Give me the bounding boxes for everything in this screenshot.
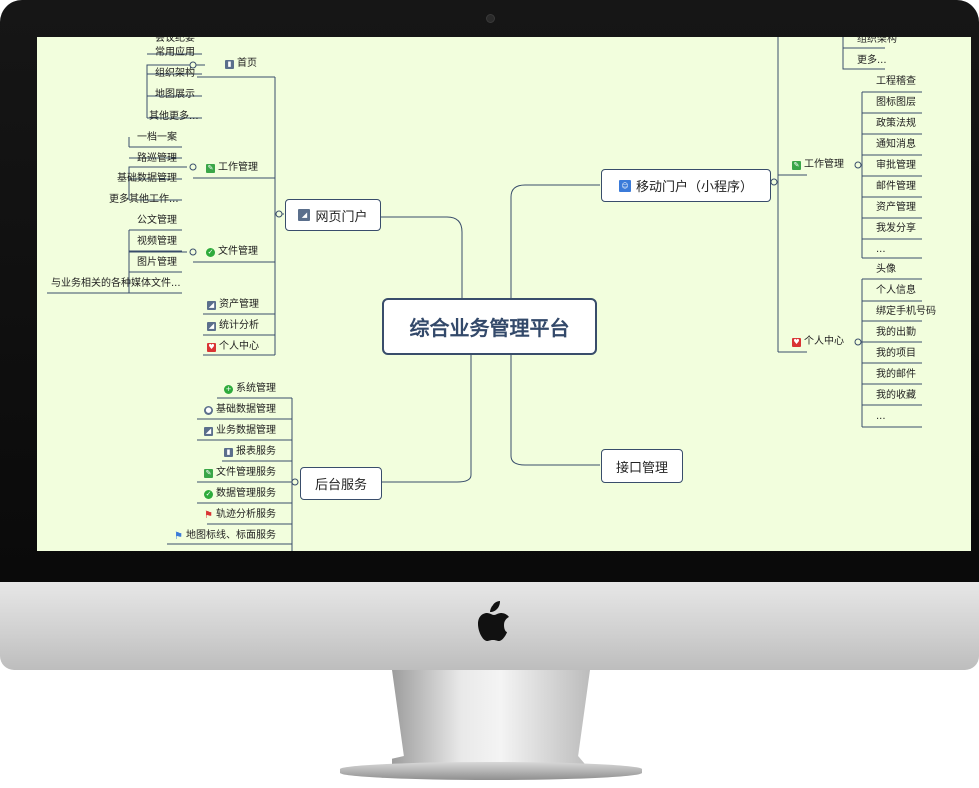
mobile-work-node[interactable]: ✎ 工作管理: [792, 159, 844, 171]
web-personal-node[interactable]: ♥ 个人中心: [207, 341, 259, 353]
red-flag-icon: ⚑: [204, 509, 213, 521]
mobile-personal-child: 我的收藏: [876, 390, 916, 401]
backend-node[interactable]: 后台服务: [300, 467, 382, 500]
web-home-node[interactable]: ▮ 首页: [225, 58, 257, 70]
mobile-top-child: 组织架构: [857, 37, 897, 45]
area-chart-icon: ◢: [207, 300, 216, 310]
backend-item[interactable]: ⚑ 轨迹分析服务: [204, 509, 276, 521]
web-home-child-partial: 会议纪要: [155, 37, 195, 44]
mobile-personal-child: 我的出勤: [876, 327, 916, 338]
backend-item[interactable]: ◢ 业务数据管理: [204, 425, 276, 436]
mobile-portal-label: 移动门户（小程序）: [635, 180, 753, 195]
heart-icon: ♥: [207, 342, 216, 352]
center-label: 综合业务管理平台: [409, 316, 570, 340]
backend-item[interactable]: ▮ 报表服务: [224, 446, 276, 458]
mobile-personal-child: 头像: [876, 264, 896, 275]
web-portal-label: 网页门户: [315, 209, 368, 225]
web-stats-node[interactable]: ◢ 统计分析: [207, 320, 259, 332]
bar-chart-icon: ▮: [224, 447, 233, 457]
web-docs-child: 公文管理: [137, 215, 177, 226]
mobile-work-child: 审批管理: [876, 160, 916, 171]
mobile-work-child: 邮件管理: [876, 181, 916, 192]
area-chart-icon: ◢: [298, 209, 311, 221]
web-home-child: 组织架构: [155, 68, 195, 79]
mindmap-connectors: [47, 37, 922, 551]
web-personal-label: 个人中心: [219, 341, 259, 352]
mobile-work-child: 我发分享: [876, 223, 916, 234]
edit-icon: ✎: [204, 468, 213, 478]
web-docs-child: 与业务相关的各种媒体文件...: [51, 278, 181, 289]
mobile-work-child: ...: [876, 244, 886, 255]
backend-item[interactable]: ⚑ 地图标线、标面服务: [174, 530, 276, 542]
mobile-portal-node[interactable]: ☺ 移动门户（小程序）: [601, 169, 771, 202]
check-icon: ✓: [204, 489, 213, 499]
area-chart-icon: ◢: [207, 321, 216, 331]
mobile-personal-child: 我的邮件: [876, 369, 916, 380]
contacts-icon: ☺: [618, 179, 631, 192]
bar-chart-icon: ▮: [225, 59, 234, 69]
web-work-child: 基础数据管理: [117, 173, 177, 184]
check-icon: ✓: [206, 247, 215, 257]
mobile-personal-child: ...: [876, 411, 886, 422]
blue-flag-icon: ⚑: [174, 530, 183, 542]
edit-icon: ✎: [792, 160, 801, 170]
web-work-node[interactable]: ✎ 工作管理: [206, 162, 258, 174]
web-work-child: 路巡管理: [137, 153, 177, 164]
web-work-label: 工作管理: [218, 162, 258, 173]
area-chart-icon: ◢: [204, 426, 213, 436]
web-docs-child: 视频管理: [137, 236, 177, 247]
web-docs-child: 图片管理: [137, 257, 177, 268]
mindmap-canvas: ▮ 首页 会议纪要 常用应用 组织架构 地图展示 其他更多... ✎ 工作管理 …: [37, 37, 971, 551]
monitor-stand: [392, 670, 590, 770]
web-docs-label: 文件管理: [218, 246, 258, 257]
center-node[interactable]: 综合业务管理平台: [382, 298, 597, 355]
api-node[interactable]: 接口管理: [601, 449, 683, 483]
web-home-label: 首页: [237, 58, 257, 69]
monitor-base: [340, 762, 642, 780]
mobile-personal-node[interactable]: ♥ 个人中心: [792, 336, 844, 348]
web-stats-label: 统计分析: [219, 320, 259, 331]
plus-icon: +: [224, 384, 233, 394]
web-home-child: 常用应用: [155, 47, 195, 58]
web-assets-label: 资产管理: [219, 299, 259, 310]
web-portal-node[interactable]: ◢ 网页门户: [285, 199, 381, 231]
backend-label: 后台服务: [314, 478, 367, 493]
web-docs-node[interactable]: ✓ 文件管理: [206, 246, 258, 258]
backend-item[interactable]: ✎ 文件管理服务: [204, 467, 276, 478]
mobile-personal-child: 个人信息: [876, 285, 916, 296]
edit-icon: ✎: [206, 163, 215, 173]
database-icon: ●: [204, 405, 213, 415]
web-work-child: 更多其他工作...: [109, 194, 179, 205]
web-work-child: 一档一案: [137, 132, 177, 143]
web-home-child: 地图展示: [155, 89, 195, 100]
web-assets-node[interactable]: ◢ 资产管理: [207, 299, 259, 311]
mobile-personal-label: 个人中心: [804, 336, 844, 347]
api-label: 接口管理: [615, 460, 668, 476]
backend-item[interactable]: + 系统管理: [224, 383, 276, 394]
mobile-personal-child: 绑定手机号码: [876, 306, 936, 317]
mobile-work-label: 工作管理: [804, 159, 844, 170]
heart-icon: ♥: [792, 337, 801, 347]
web-home-child: 其他更多...: [149, 111, 199, 122]
mobile-top-child: 更多...: [857, 55, 887, 66]
mobile-work-child: 资产管理: [876, 202, 916, 213]
mobile-work-child: 政策法规: [876, 118, 916, 129]
mobile-work-child: 通知消息: [876, 139, 916, 150]
apple-logo: [478, 601, 509, 641]
mobile-personal-child: 我的项目: [876, 348, 916, 359]
backend-item[interactable]: ● 基础数据管理: [204, 404, 276, 415]
mobile-work-child: 工程稽查: [876, 76, 916, 87]
mobile-work-child: 图标图层: [876, 97, 916, 108]
backend-item[interactable]: ✓ 数据管理服务: [204, 488, 276, 499]
camera-dot: [486, 14, 495, 23]
